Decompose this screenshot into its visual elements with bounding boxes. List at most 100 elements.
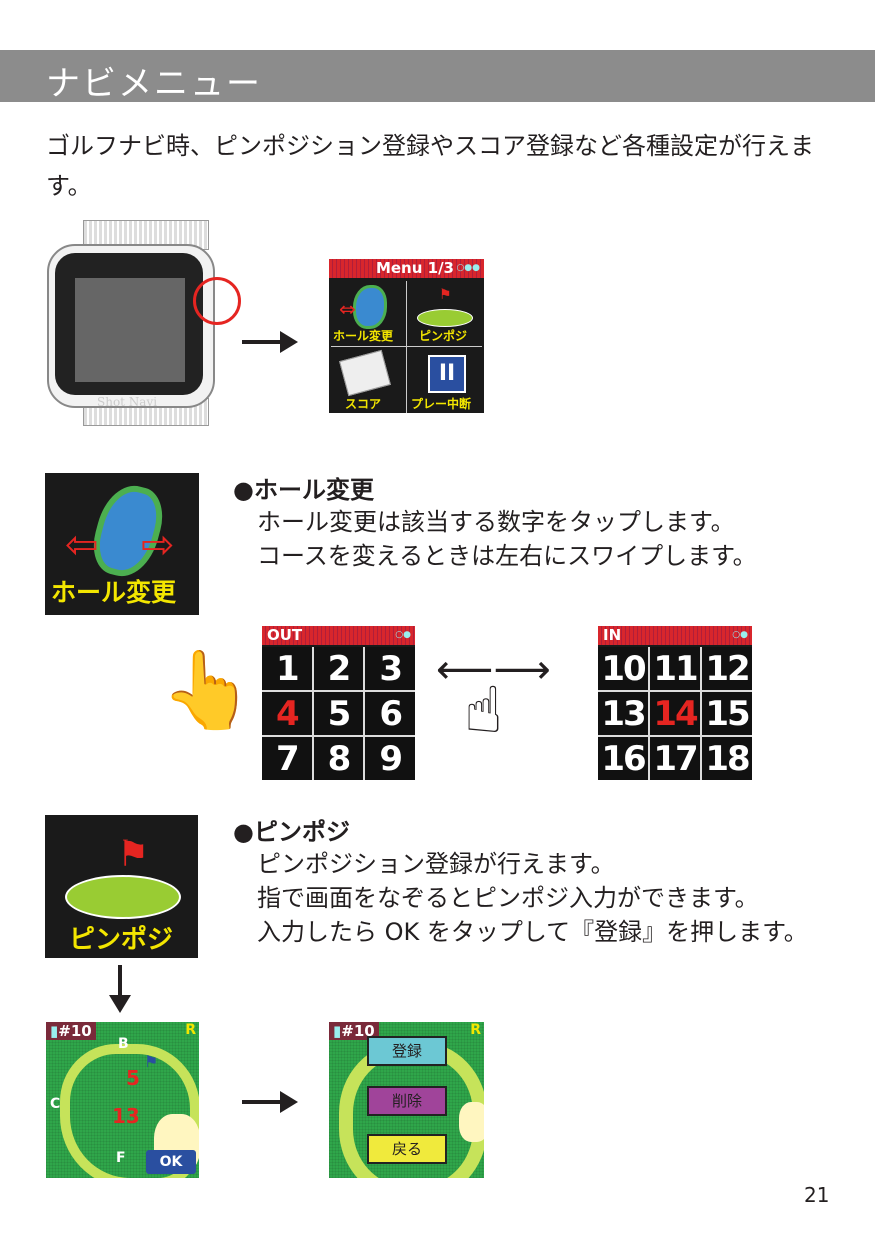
grid-title-bar: OUT ○●	[262, 626, 415, 645]
green-icon	[417, 309, 473, 327]
hole-header: ▮#10	[46, 1022, 96, 1040]
hole-change-icon: ⇦ ⇨ ホール変更	[45, 473, 199, 615]
page-number: 21	[804, 1183, 830, 1207]
hole-header: ▮#10	[329, 1022, 379, 1040]
menu-item-hole-change[interactable]: ⇔ ホール変更	[329, 281, 405, 345]
bunker-shape	[459, 1102, 484, 1142]
signal-icon: ▮	[50, 1022, 59, 1040]
hole-number: #10	[341, 1022, 375, 1040]
status-dots: ○●●	[456, 263, 480, 273]
delete-button[interactable]: 削除	[367, 1086, 447, 1116]
watch-screen	[75, 278, 185, 382]
flag-icon: ⚑	[117, 834, 150, 875]
pinpos-label: ピンポジ	[69, 925, 174, 955]
hole-number-cell[interactable]: 11	[650, 647, 700, 690]
hole-number-cell[interactable]: 5	[313, 692, 364, 735]
menu-item-label: プレー中断	[411, 397, 472, 411]
pin-register-screen: ▮#10 R 登録 削除 戻る	[329, 1022, 484, 1178]
back-button[interactable]: 戻る	[367, 1134, 447, 1164]
grid-title-bar: IN ○●	[598, 626, 752, 645]
section-line: コースを変えるときは左右にスワイプします。	[257, 542, 757, 570]
watch-illustration: Shot Navi	[45, 220, 245, 426]
hole-number-cell[interactable]: 14	[650, 692, 700, 735]
arrow-down-icon	[118, 965, 122, 997]
arrow-right-icon	[242, 1091, 298, 1113]
menu-title-bar: Menu 1/3○●●	[329, 259, 484, 278]
signal-icon: ▮	[333, 1022, 342, 1040]
flag-icon: ⚑	[144, 1052, 159, 1071]
hole-number-cell[interactable]: 12	[702, 647, 752, 690]
section-line: ホール変更は該当する数字をタップします。	[257, 508, 735, 536]
pinpos-icon: ⚑ ピンポジ	[45, 815, 198, 958]
hole-number-cell[interactable]: 6	[365, 692, 415, 735]
left-arrow-icon: ⇦	[65, 522, 99, 568]
divider	[331, 346, 482, 347]
hole-number-cell[interactable]: 13	[598, 692, 648, 735]
distance-to-pin: 5	[126, 1066, 140, 1090]
ok-button[interactable]: OK	[146, 1150, 196, 1174]
section-title: ●ホール変更	[233, 476, 374, 504]
label-c: C	[50, 1096, 61, 1112]
tap-hand-icon: 👆	[160, 645, 255, 734]
right-arrow-icon: ⇨	[141, 522, 175, 568]
watch-button-highlight[interactable]	[193, 277, 241, 325]
status-dots: ○●	[732, 630, 748, 640]
arrow-right-icon	[242, 331, 298, 353]
scorecard-icon	[339, 349, 391, 397]
register-button[interactable]: 登録	[367, 1036, 447, 1066]
page-title: ナビメニュー	[46, 64, 262, 104]
hole-number-cell[interactable]: 1	[262, 647, 312, 690]
label-f: F	[116, 1150, 126, 1166]
section-title: ●ピンポジ	[233, 818, 350, 846]
intro-text: ゴルフナビ時、ピンポジション登録やスコア登録など各種設定が行えます。	[46, 132, 814, 200]
menu-item-label: スコア	[345, 397, 382, 411]
arrow-down-head	[109, 995, 131, 1013]
label-b: B	[118, 1036, 129, 1052]
hole-number-cell[interactable]: 9	[365, 737, 415, 780]
hole-number-cell[interactable]: 10	[598, 647, 648, 690]
section-line: 指で画面をなぞるとピンポジ入力ができます。	[257, 884, 759, 912]
side-indicator: R	[185, 1022, 196, 1038]
grid-title: IN	[603, 626, 622, 644]
green-icon	[65, 875, 181, 919]
status-dots: ○●	[395, 630, 411, 640]
hole-number-cell[interactable]: 8	[313, 737, 364, 780]
menu-screen: Menu 1/3○●● ⇔ ホール変更 ⚑ ピンポジ スコア II プレー中断	[329, 259, 484, 413]
section-header: ナビメニュー	[0, 50, 875, 104]
watch-brand: Shot Navi	[97, 395, 158, 409]
pinpos-section: ●ピンポジ ピンポジション登録が行えます。 指で画面をなぞるとピンポジ入力ができ…	[233, 812, 823, 949]
menu-item-score[interactable]: スコア	[329, 347, 405, 413]
menu-item-pause[interactable]: II プレー中断	[407, 347, 484, 413]
menu-item-pinpos[interactable]: ⚑ ピンポジ	[407, 281, 484, 345]
menu-item-label: ホール変更	[333, 329, 394, 343]
divider	[406, 281, 407, 413]
hole-change-section: ●ホール変更 ホール変更は該当する数字をタップします。 コースを変えるときは左右…	[233, 470, 853, 573]
hole-number-cell[interactable]: 7	[262, 737, 312, 780]
section-line: ピンポジション登録が行えます。	[257, 850, 615, 878]
hole-number-cell[interactable]: 4	[262, 692, 312, 735]
fairway-shape	[60, 1044, 199, 1178]
hole-number-cell[interactable]: 17	[650, 737, 700, 780]
hole-number-cell[interactable]: 16	[598, 737, 648, 780]
hole-change-label: ホール変更	[51, 578, 177, 607]
left-right-arrows-icon: ⇔	[339, 297, 356, 321]
hole-number-cell[interactable]: 3	[365, 647, 415, 690]
hole-number-cell[interactable]: 18	[702, 737, 752, 780]
side-indicator: R	[470, 1022, 481, 1038]
pause-icon: II	[428, 355, 466, 393]
course-icon	[353, 285, 387, 329]
hole-number-cell[interactable]: 2	[313, 647, 364, 690]
flag-icon: ⚑	[439, 287, 452, 303]
hole-number: #10	[58, 1022, 92, 1040]
distance-to-target: 13	[112, 1104, 140, 1128]
section-line: 入力したら OK をタップして『登録』を押します。	[257, 918, 808, 946]
swipe-hand-icon: ☝	[464, 674, 503, 748]
grid-title: OUT	[267, 626, 303, 644]
hole-number-cell[interactable]: 15	[702, 692, 752, 735]
menu-title: Menu 1/3	[375, 259, 454, 277]
pin-map-screen[interactable]: ▮#10 R B C F ⚑ 5 13 OK	[46, 1022, 199, 1178]
